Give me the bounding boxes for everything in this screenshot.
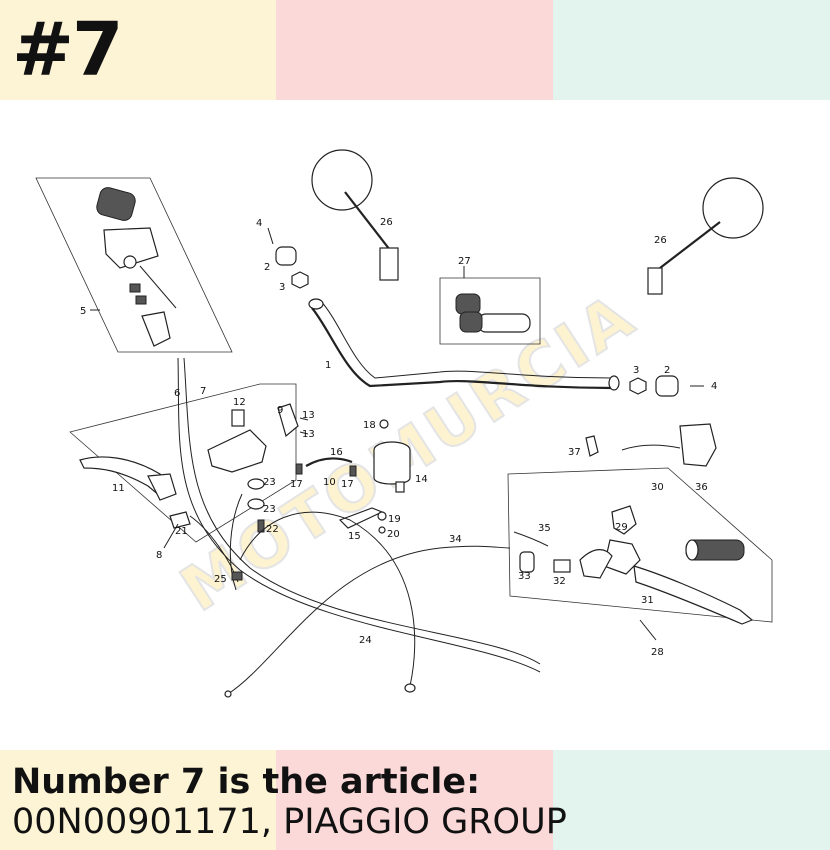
callout: 26 — [380, 217, 393, 228]
frame-throttle-grip — [35, 177, 233, 353]
callout: 5 — [80, 306, 86, 317]
callout: 6 — [174, 388, 180, 399]
callout: 29 — [615, 522, 628, 533]
callout: 36 — [695, 482, 708, 493]
callout: 27 — [458, 256, 471, 267]
callout: 34 — [449, 534, 462, 545]
callout: 17 — [341, 479, 354, 490]
bar-end-parts-left — [267, 227, 309, 289]
brake-hose — [295, 457, 357, 477]
callout: 12 — [233, 397, 246, 408]
frame-lever-assembly — [507, 467, 773, 623]
callout: 21 — [175, 526, 188, 537]
callout: 4 — [256, 218, 262, 229]
callout: 10 — [323, 477, 336, 488]
callout: 3 — [633, 365, 639, 376]
callout: 2 — [264, 262, 270, 273]
bar-end-parts-right — [629, 375, 704, 397]
callout: 24 — [359, 635, 372, 646]
callout: 37 — [568, 447, 581, 458]
callout: 3 — [279, 282, 285, 293]
callout: 31 — [641, 595, 654, 606]
lever-right — [513, 505, 754, 625]
mirror-right — [647, 177, 764, 295]
callout: 17 — [290, 479, 303, 490]
exploded-parts-diagram: MOTOMURCIA — [35, 149, 773, 698]
callout: 8 — [156, 550, 162, 561]
callout: 20 — [387, 529, 400, 540]
callout: 7 — [200, 386, 206, 397]
callout: 30 — [651, 482, 664, 493]
callout: 16 — [330, 447, 343, 458]
right-grip — [455, 293, 531, 333]
callout: 23 — [263, 504, 276, 515]
master-cylinder — [207, 403, 309, 473]
callout: 18 — [363, 420, 376, 431]
callout: 25 — [214, 574, 227, 585]
cables — [177, 357, 541, 698]
callout: 22 — [266, 524, 279, 535]
callout: 1 — [325, 360, 331, 371]
callout-labels: 1 2 2 3 3 4 4 5 6 7 8 9 10 11 12 13 13 1… — [80, 217, 717, 658]
leader-lines — [90, 266, 657, 641]
callout: 35 — [538, 523, 551, 534]
header-band — [0, 0, 830, 100]
caption-detail: 00N00901171, PIAGGIO GROUP — [12, 802, 567, 842]
reservoir — [373, 419, 411, 493]
callout: 13 — [302, 410, 315, 421]
callout: 9 — [277, 405, 283, 416]
fittings-23 — [169, 478, 265, 533]
callout: 2 — [664, 365, 670, 376]
callout: 23 — [263, 477, 276, 488]
callout: 26 — [654, 235, 667, 246]
callout: 33 — [518, 571, 531, 582]
callout: 15 — [348, 531, 361, 542]
callout: 4 — [711, 381, 717, 392]
callout: 13 — [302, 429, 315, 440]
frame-right-grip — [439, 277, 541, 345]
switch-36 — [585, 423, 717, 467]
handlebar — [311, 307, 613, 390]
callout: 11 — [112, 483, 125, 494]
item-number: #7 — [12, 7, 123, 93]
brake-lever-left — [79, 456, 177, 501]
bracket-15 — [338, 507, 387, 534]
caption-band — [0, 750, 830, 850]
callout: 28 — [651, 647, 664, 658]
throttle-grip-assembly — [96, 187, 177, 347]
caption-title: Number 7 is the article: — [12, 762, 481, 802]
callout: 14 — [415, 474, 428, 485]
callout: 32 — [553, 576, 566, 587]
mirror-left — [311, 149, 399, 281]
callout: 19 — [388, 514, 401, 525]
